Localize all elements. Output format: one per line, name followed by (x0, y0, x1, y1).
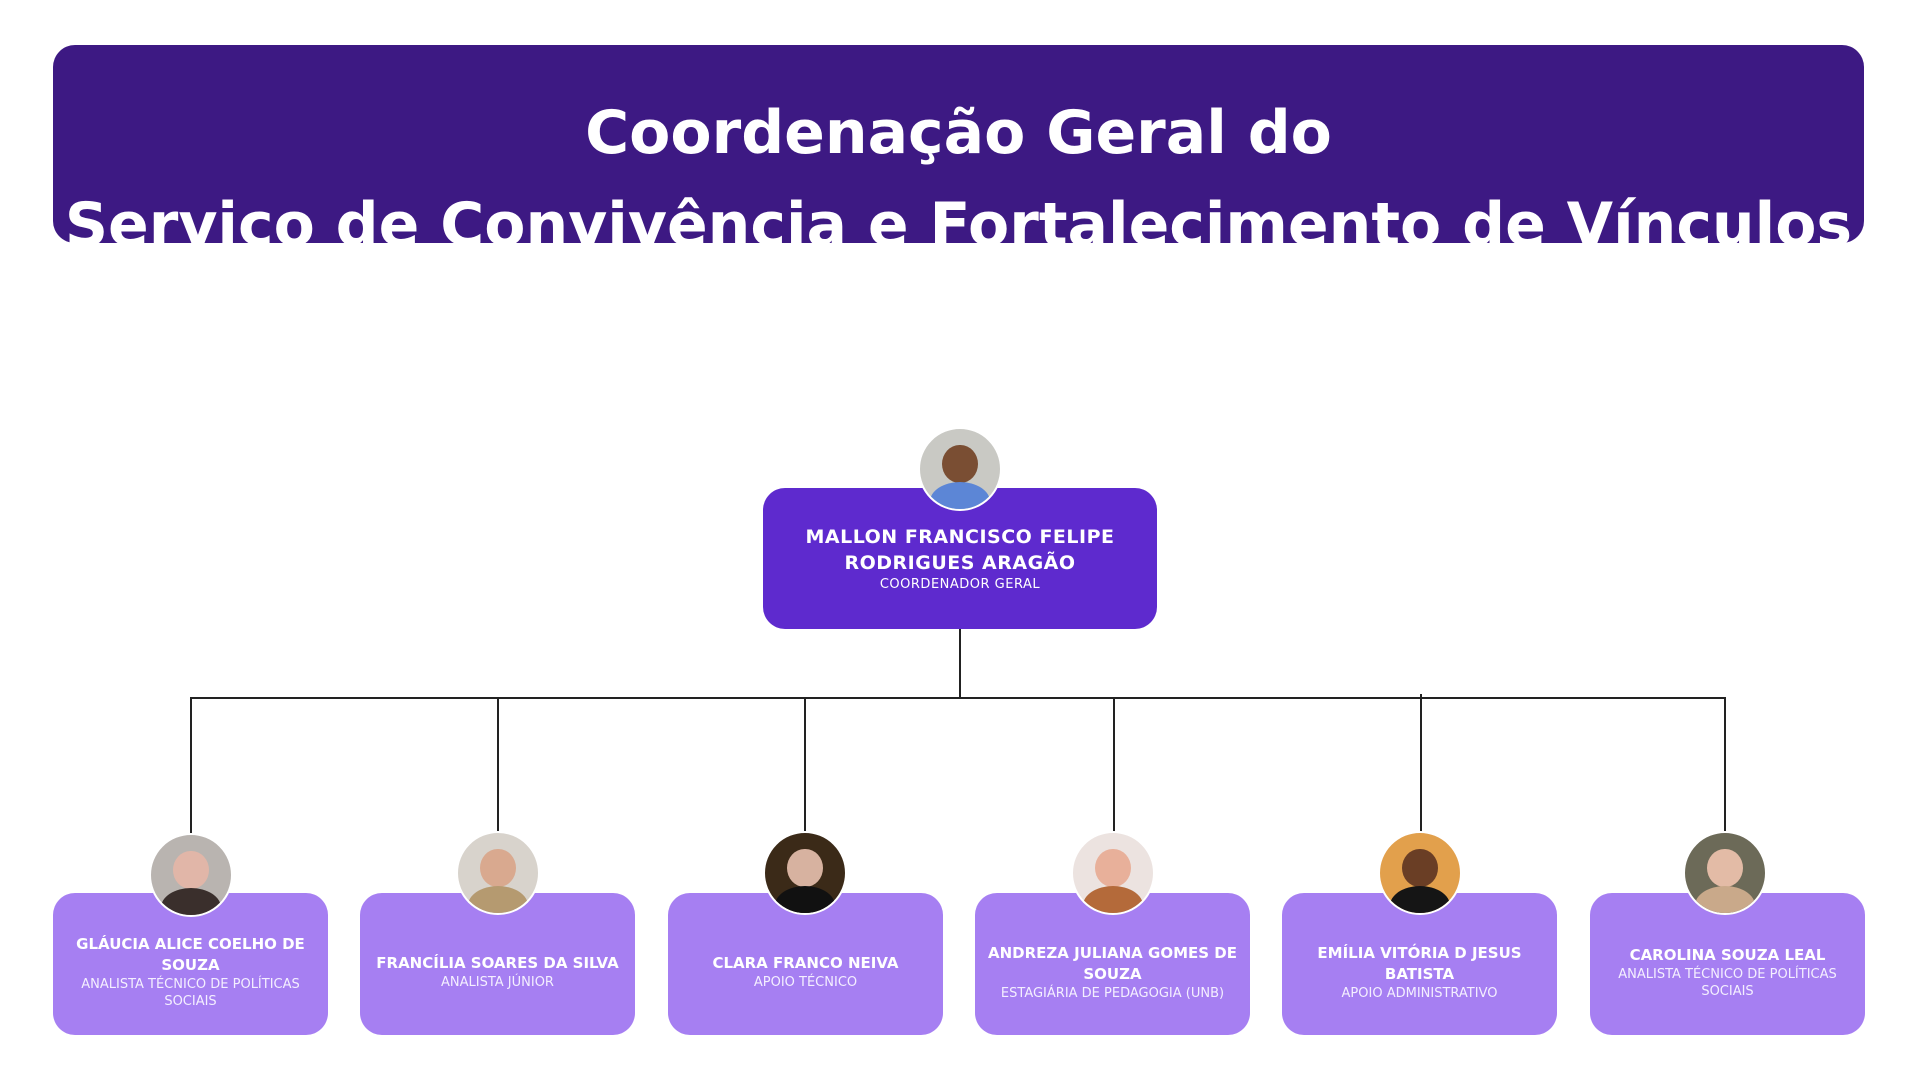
member-card: EMÍLIA VITÓRIA D JESUS BATISTA APOIO ADM… (1282, 893, 1557, 1035)
member-name: ANDREZA JULIANA GOMES DE SOUZA (988, 943, 1237, 983)
title-banner: Coordenação Geral do Serviço de Convivên… (53, 45, 1864, 260)
member-avatar (456, 831, 540, 915)
member-role: APOIO ADMINISTRATIVO (1341, 985, 1498, 1001)
connector-branch (804, 697, 806, 832)
member-card: CAROLINA SOUZA LEAL ANALISTA TÉCNICO DE … (1590, 893, 1865, 1035)
connector-branch (1724, 697, 1726, 834)
member-role: ANALISTA JÚNIOR (441, 975, 554, 990)
member-name: EMÍLIA VITÓRIA D JESUS BATISTA (1317, 943, 1522, 983)
coordinator-card: MALLON FRANCISCO FELIPE RODRIGUES ARAGÃO… (763, 488, 1157, 629)
member-card: FRANCÍLIA SOARES DA SILVA ANALISTA JÚNIO… (360, 893, 635, 1035)
connector-trunk (959, 629, 961, 698)
member-role: ESTAGIÁRIA DE PEDAGOGIA (UNB) (1000, 985, 1225, 1001)
member-avatar (1683, 831, 1767, 915)
coordinator-name: MALLON FRANCISCO FELIPE RODRIGUES ARAGÃO (805, 525, 1115, 574)
connector-branch (190, 697, 192, 837)
member-avatar (1378, 831, 1462, 915)
connector-branch (1113, 697, 1115, 832)
member-card: ANDREZA JULIANA GOMES DE SOUZA ESTAGIÁRI… (975, 893, 1250, 1035)
coordinator-avatar (918, 427, 1002, 511)
coordinator-role: COORDENADOR GERAL (879, 576, 1041, 592)
connector-branch (1420, 694, 1422, 832)
member-role: ANALISTA TÉCNICO DE POLÍTICAS SOCIAIS (81, 977, 300, 1009)
member-card: CLARA FRANCO NEIVA APOIO TÉCNICO (668, 893, 943, 1035)
member-name: CLARA FRANCO NEIVA (712, 954, 899, 972)
connector-horizontal (190, 697, 1726, 699)
member-avatar (149, 833, 233, 917)
title-line-2: Serviço de Convivência e Fortalecimento … (64, 190, 1853, 260)
member-role: APOIO TÉCNICO (753, 975, 858, 990)
member-avatar (763, 831, 847, 915)
member-name: CAROLINA SOUZA LEAL (1629, 945, 1826, 964)
member-role: ANALISTA TÉCNICO DE POLÍTICAS SOCIAIS (1618, 966, 1837, 999)
member-name: FRANCÍLIA SOARES DA SILVA (376, 954, 619, 972)
connector-branch (497, 699, 499, 831)
member-avatar (1071, 831, 1155, 915)
title-line-1: Coordenação Geral do (585, 98, 1332, 168)
member-name: GLÁUCIA ALICE COELHO DE SOUZA (76, 935, 305, 974)
